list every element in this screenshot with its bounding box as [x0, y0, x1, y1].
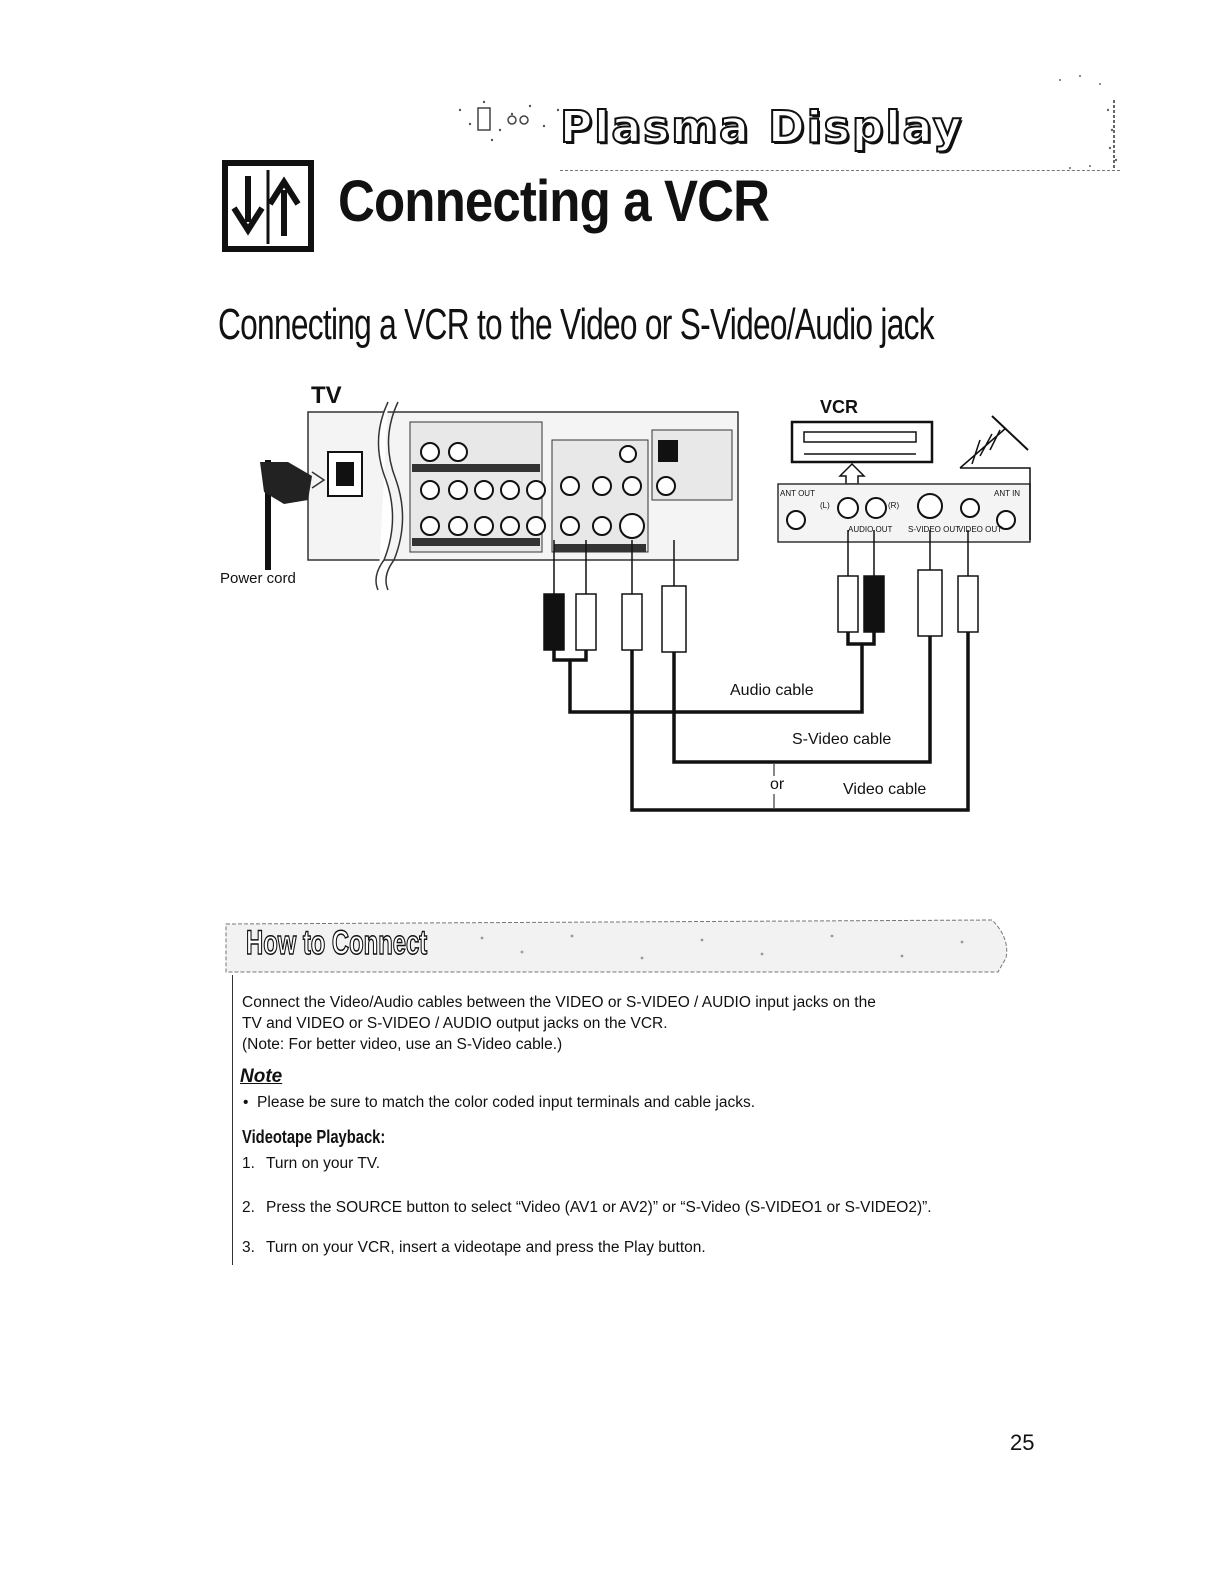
header-rule	[560, 170, 1120, 171]
list-item: 3. Turn on your VCR, insert a videotape a…	[242, 1237, 706, 1258]
connection-arrows-icon	[222, 160, 314, 252]
step-number: 2.	[242, 1199, 255, 1216]
step-number: 1.	[242, 1155, 255, 1172]
list-item: 2. Press the SOURCE button to select “Vid…	[242, 1197, 932, 1218]
tv-label: TV	[311, 382, 342, 409]
vcr-label: VCR	[820, 397, 859, 417]
svg-text:(R): (R)	[888, 501, 899, 510]
note-bullet: • Please be sure to match the color code…	[243, 1092, 755, 1113]
corner-decoration	[1059, 75, 1118, 170]
step-text: Turn on your VCR, insert a videotape and…	[266, 1239, 706, 1256]
svideo-cable-label: S-Video cable	[792, 731, 892, 748]
bullet-icon: •	[243, 1094, 258, 1111]
cable-runs	[552, 632, 970, 812]
tv-rear-panel	[307, 401, 739, 591]
audio-cable-label: Audio cable	[730, 682, 814, 699]
how-to-title: How to Connect	[245, 923, 428, 963]
power-cord-label: Power cord	[220, 570, 296, 587]
list-item: 1. Turn on your TV.	[242, 1153, 380, 1174]
step-text: Press the SOURCE button to select “Video…	[266, 1199, 932, 1216]
section-title: Connecting a VCR to the Video or S-Video…	[218, 300, 935, 349]
cable-plugs	[543, 530, 979, 653]
or-label: or	[770, 776, 785, 793]
step-text: Turn on your TV.	[266, 1155, 381, 1172]
page-number: 25	[1010, 1430, 1035, 1455]
svg-text:AUDIO OUT: AUDIO OUT	[848, 525, 893, 534]
video-cable-label: Video cable	[843, 781, 927, 798]
intro-text: Connect the Video/Audio cables between t…	[242, 992, 1022, 1055]
connection-diagram: ANT OUT ANT IN (L) (R) AUDIO OUT S-VIDEO…	[260, 401, 1031, 812]
power-cord	[260, 460, 326, 570]
note-bullet-text: Please be sure to match the color coded …	[257, 1094, 756, 1111]
intro-line: (Note: For better video, use an S-Video …	[242, 1036, 563, 1053]
note-heading: Note	[240, 1066, 283, 1087]
brand-logo: Plasma Display	[559, 101, 964, 154]
intro-line: Connect the Video/Audio cables between t…	[242, 994, 876, 1011]
svg-text:ANT OUT: ANT OUT	[780, 489, 815, 498]
svg-text:ANT IN: ANT IN	[994, 489, 1020, 498]
playback-heading: Videotape Playback:	[242, 1127, 386, 1147]
step-number: 3.	[242, 1239, 255, 1256]
intro-line: TV and VIDEO or S-VIDEO / AUDIO output j…	[242, 1015, 668, 1032]
svg-text:S-VIDEO OUT: S-VIDEO OUT	[908, 525, 960, 534]
page-title: Connecting a VCR	[338, 169, 770, 234]
how-to-banner	[225, 919, 1008, 973]
svg-text:(L): (L)	[820, 501, 830, 510]
svg-text:VIDEO OUT: VIDEO OUT	[958, 525, 1002, 534]
vcr-unit: ANT OUT ANT IN (L) (R) AUDIO OUT S-VIDEO…	[777, 415, 1031, 543]
header-decoration	[458, 100, 560, 142]
left-rule	[232, 975, 233, 1265]
